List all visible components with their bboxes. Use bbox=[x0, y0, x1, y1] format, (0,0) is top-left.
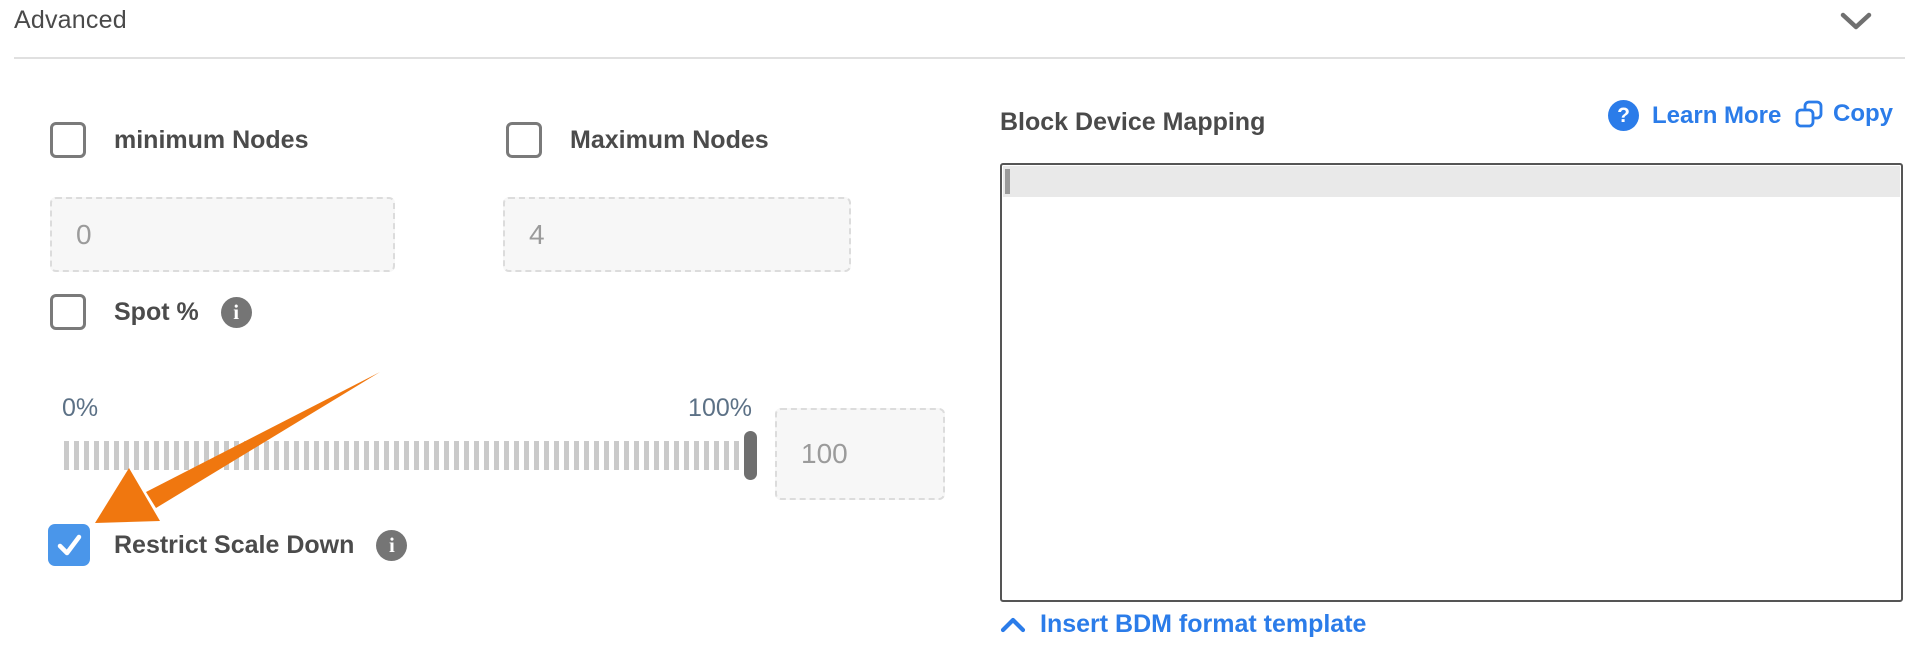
copy-icon bbox=[1795, 100, 1823, 128]
restrict-scale-down-checkbox[interactable] bbox=[48, 524, 90, 566]
bdm-editor[interactable] bbox=[1000, 163, 1903, 602]
max-nodes-label: Maximum Nodes bbox=[570, 125, 769, 154]
min-nodes-input[interactable] bbox=[50, 197, 395, 272]
learn-more-link[interactable]: ? Learn More bbox=[1608, 100, 1781, 131]
min-nodes-group: minimum Nodes bbox=[50, 122, 308, 158]
spot-group: Spot % i bbox=[50, 294, 252, 330]
max-nodes-input[interactable] bbox=[503, 197, 851, 272]
learn-more-label: Learn More bbox=[1652, 101, 1782, 129]
question-circle-icon: ? bbox=[1608, 100, 1639, 131]
max-nodes-group: Maximum Nodes bbox=[506, 122, 769, 158]
page-title: Advanced bbox=[14, 6, 127, 34]
copy-label: Copy bbox=[1833, 100, 1893, 127]
spot-slider-handle[interactable] bbox=[744, 431, 757, 480]
info-icon[interactable]: i bbox=[220, 296, 252, 328]
spot-checkbox[interactable] bbox=[50, 294, 86, 330]
info-icon[interactable]: i bbox=[376, 529, 408, 561]
section-divider bbox=[14, 57, 1905, 59]
slider-min-label: 0% bbox=[62, 394, 99, 422]
restrict-scale-down-group: Restrict Scale Down i bbox=[48, 524, 408, 566]
slider-max-label: 100% bbox=[688, 394, 752, 422]
spot-slider-track[interactable] bbox=[64, 441, 744, 470]
checkmark-icon bbox=[57, 534, 82, 556]
copy-button[interactable]: Copy bbox=[1795, 100, 1893, 128]
spot-label: Spot % bbox=[114, 297, 199, 326]
insert-bdm-template-link[interactable]: Insert BDM format template bbox=[1000, 610, 1366, 639]
chevron-down-icon[interactable] bbox=[1838, 8, 1874, 36]
restrict-scale-down-label: Restrict Scale Down bbox=[114, 530, 355, 559]
bdm-title: Block Device Mapping bbox=[1000, 108, 1266, 136]
editor-active-line bbox=[1003, 166, 1900, 197]
spot-percent-input[interactable] bbox=[775, 408, 945, 500]
min-nodes-checkbox[interactable] bbox=[50, 122, 86, 158]
max-nodes-checkbox[interactable] bbox=[506, 122, 542, 158]
min-nodes-label: minimum Nodes bbox=[114, 125, 309, 154]
insert-bdm-template-label: Insert BDM format template bbox=[1040, 610, 1367, 638]
chevron-up-icon bbox=[1000, 616, 1026, 634]
editor-caret bbox=[1005, 169, 1010, 194]
